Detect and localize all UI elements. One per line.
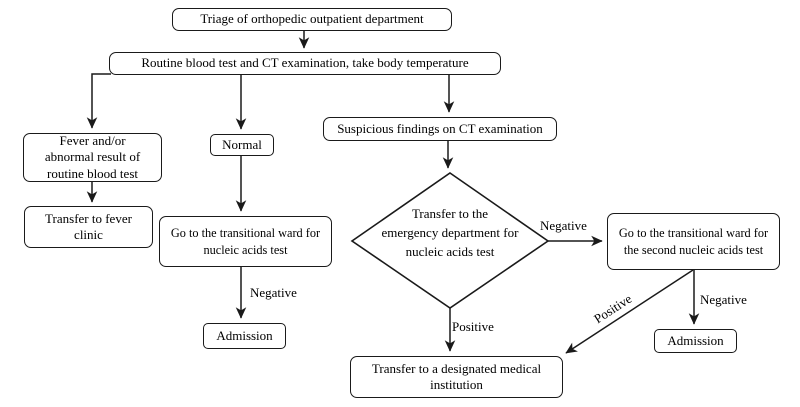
- node-admission-first: Admission: [203, 323, 286, 349]
- decision-diamond-shape: [350, 172, 550, 309]
- node-routine-tests-label: Routine blood test and CT examination, t…: [141, 55, 469, 71]
- edge-label-negative-mid: Negative: [250, 285, 297, 300]
- node-emergency-decision-label: Transfer to the emergency department for…: [381, 206, 519, 259]
- edge-routine-to-fever: [86, 73, 111, 129]
- node-designated-institution-label: Transfer to a designated medical institu…: [371, 360, 542, 393]
- node-transitional-ward-second-label: Go to the transitional ward for the seco…: [618, 225, 769, 257]
- node-triage-label: Triage of orthopedic outpatient departme…: [200, 11, 424, 27]
- node-admission-second-label: Admission: [667, 332, 724, 348]
- edge-label-positive-diamond: Positive: [452, 319, 494, 334]
- node-admission-second: Admission: [654, 329, 737, 353]
- node-normal-label: Normal: [222, 136, 262, 152]
- node-triage: Triage of orthopedic outpatient departme…: [172, 8, 452, 31]
- node-admission-first-label: Admission: [216, 327, 273, 343]
- edge-label-negative-diamond: Negative: [540, 218, 587, 233]
- node-fever-clinic: Transfer to fever clinic: [24, 206, 153, 248]
- node-emergency-decision: Transfer to the emergency department for…: [360, 204, 540, 261]
- node-transitional-ward-first-label: Go to the transitional ward for nucleic …: [170, 225, 321, 257]
- node-routine-tests: Routine blood test and CT examination, t…: [109, 52, 501, 75]
- node-designated-institution: Transfer to a designated medical institu…: [350, 356, 563, 398]
- node-fever-abnormal: Fever and/or abnormal result of routine …: [23, 133, 162, 182]
- node-transitional-ward-second: Go to the transitional ward for the seco…: [607, 213, 780, 270]
- edge-second-transitional-to-designated: [565, 269, 694, 354]
- edge-label-negative-right: Negative: [700, 292, 747, 307]
- node-normal: Normal: [210, 134, 274, 156]
- node-suspicious-ct-label: Suspicious findings on CT examination: [337, 120, 543, 136]
- node-suspicious-ct: Suspicious findings on CT examination: [323, 117, 557, 141]
- node-fever-abnormal-label: Fever and/or abnormal result of routine …: [44, 132, 141, 181]
- node-fever-clinic-label: Transfer to fever clinic: [45, 210, 132, 243]
- node-transitional-ward-first: Go to the transitional ward for nucleic …: [159, 216, 332, 267]
